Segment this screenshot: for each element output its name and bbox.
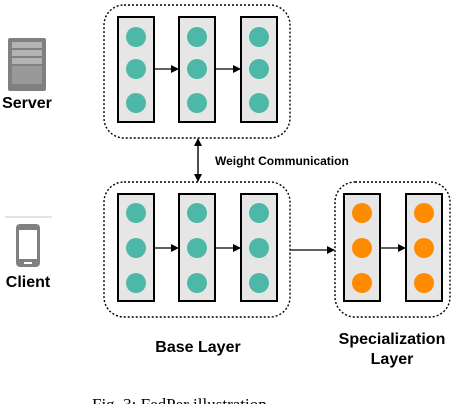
specialization-layer-group: [334, 181, 451, 318]
client-label: Client: [6, 274, 51, 291]
specialization-layer-1: [343, 193, 381, 302]
client-layer-1: [117, 193, 155, 302]
node: [187, 59, 207, 79]
node: [126, 93, 146, 113]
node: [249, 273, 269, 293]
node: [352, 273, 372, 293]
node: [249, 93, 269, 113]
phone-icon: [16, 224, 40, 267]
node: [126, 59, 146, 79]
node: [249, 203, 269, 223]
specialization-label-line1: Specialization: [339, 331, 446, 348]
node: [187, 238, 207, 258]
node: [187, 27, 207, 47]
node: [249, 27, 269, 47]
node: [249, 238, 269, 258]
base-layer-label: Base Layer: [155, 339, 240, 356]
client-layer-2: [178, 193, 216, 302]
node: [414, 238, 434, 258]
client-base-layers: [117, 193, 278, 302]
client-layer-3: [240, 193, 278, 302]
specialization-layers: [343, 193, 443, 302]
server-icon: [8, 38, 46, 91]
node: [187, 203, 207, 223]
server-base-layers: [117, 16, 278, 123]
specialization-label-line2: Layer: [371, 351, 414, 368]
weight-communication-label: Weight Communication: [215, 154, 349, 168]
server-layer-2: [178, 16, 216, 123]
node: [414, 203, 434, 223]
server-model-group: [103, 4, 291, 139]
specialization-layer-2: [405, 193, 443, 302]
node: [126, 203, 146, 223]
node: [352, 238, 372, 258]
node: [352, 203, 372, 223]
node: [414, 273, 434, 293]
node: [187, 273, 207, 293]
node: [126, 273, 146, 293]
node: [126, 27, 146, 47]
server-layer-1: [117, 16, 155, 123]
server-layer-3: [240, 16, 278, 123]
figure-caption: Fig. 3: FedPer illustration: [92, 395, 267, 404]
node: [249, 59, 269, 79]
node: [126, 238, 146, 258]
server-label: Server: [2, 95, 52, 112]
node: [187, 93, 207, 113]
